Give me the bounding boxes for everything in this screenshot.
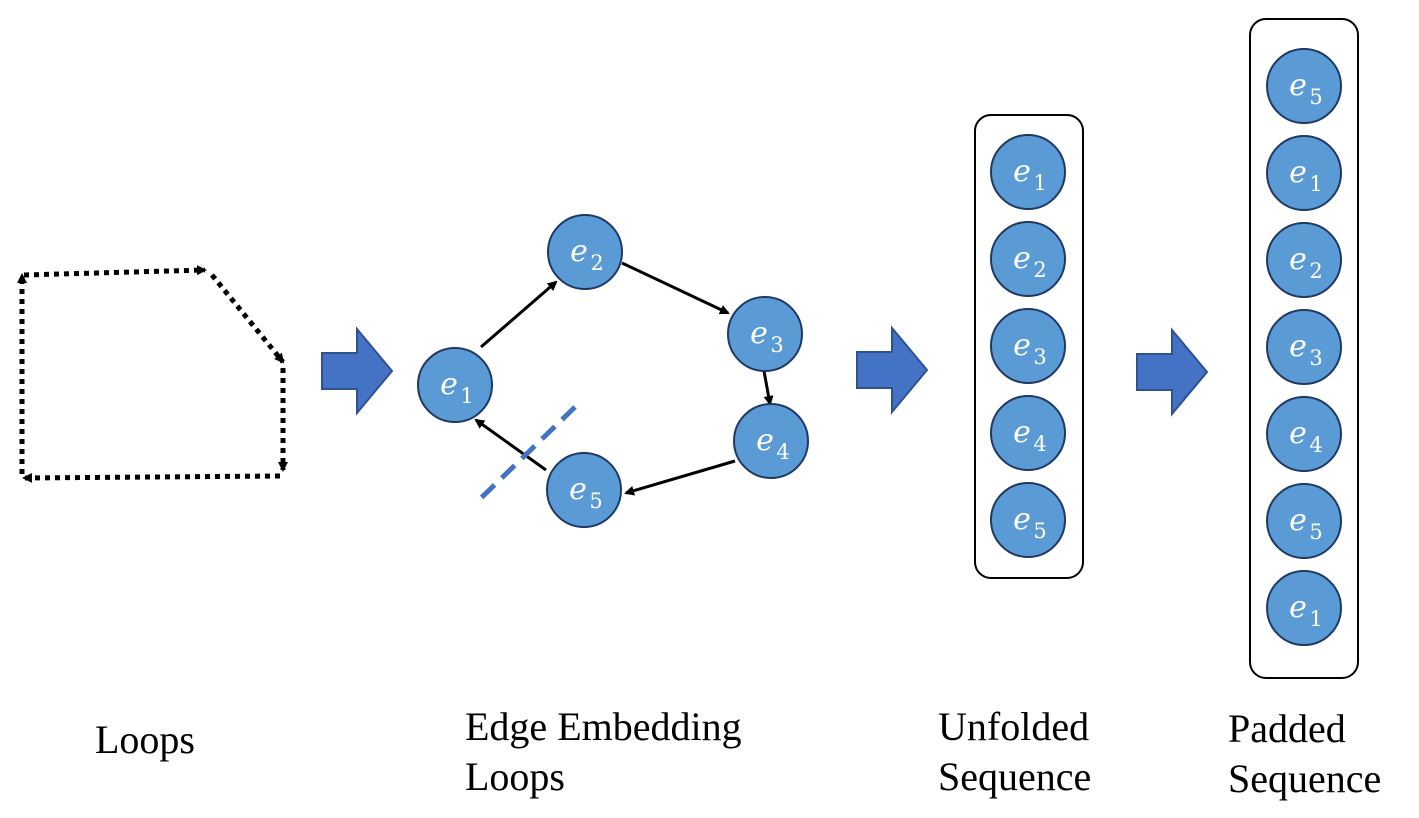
- block-arrow-2: [856, 325, 929, 415]
- svg-text:e: e: [1013, 328, 1031, 363]
- padded-sequence-box: [1249, 18, 1359, 679]
- svg-text:e: e: [1289, 242, 1307, 277]
- edge-e1-e2: [480, 280, 558, 349]
- edge-e3-e4: [762, 370, 774, 406]
- caption-edge-embedding-line1: Edge Embedding: [465, 704, 742, 749]
- svg-text:3: 3: [1309, 346, 1322, 370]
- svg-text:e: e: [440, 367, 458, 402]
- caption-loops: Loops: [95, 715, 195, 765]
- svg-text:e: e: [1289, 329, 1307, 364]
- caption-padded-line2: Sequence: [1228, 756, 1382, 801]
- edge-e5-e1: [474, 418, 547, 472]
- svg-text:4: 4: [1033, 432, 1046, 456]
- loop-graph-edges: [474, 261, 774, 502]
- svg-text:2: 2: [1033, 258, 1046, 282]
- block-arrow-1: [321, 326, 394, 416]
- svg-text:e: e: [756, 423, 774, 458]
- svg-text:4: 4: [1309, 433, 1322, 457]
- svg-text:e: e: [569, 472, 587, 507]
- svg-text:1: 1: [1033, 171, 1046, 195]
- svg-text:3: 3: [770, 333, 783, 357]
- edge-e4-e5: [624, 459, 736, 496]
- caption-padded-line1: Padded: [1228, 706, 1346, 751]
- svg-text:e: e: [750, 316, 768, 351]
- svg-text:e: e: [1013, 241, 1031, 276]
- unfolded-sequence-box: [974, 114, 1084, 579]
- svg-text:5: 5: [1033, 519, 1046, 543]
- svg-text:5: 5: [589, 489, 602, 513]
- block-arrows: [321, 325, 1209, 417]
- svg-text:e: e: [570, 234, 588, 269]
- caption-edge-embedding: Edge Embedding Loops: [465, 702, 742, 802]
- svg-text:3: 3: [1033, 345, 1046, 369]
- cut-line: [477, 405, 577, 502]
- svg-text:e: e: [1289, 155, 1307, 190]
- svg-text:4: 4: [776, 440, 789, 464]
- block-arrow-3: [1136, 327, 1209, 417]
- caption-unfolded-line1: Unfolded: [938, 704, 1090, 749]
- svg-text:e: e: [1289, 590, 1307, 625]
- caption-padded: Padded Sequence: [1228, 704, 1381, 804]
- caption-unfolded: Unfolded Sequence: [938, 702, 1091, 802]
- svg-text:e: e: [1289, 503, 1307, 538]
- edge-e2-e3: [621, 261, 730, 315]
- loop-polygon: [17, 265, 288, 483]
- svg-text:e: e: [1013, 154, 1031, 189]
- svg-text:e: e: [1013, 415, 1031, 450]
- caption-edge-embedding-line2: Loops: [465, 754, 565, 799]
- svg-text:e: e: [1289, 416, 1307, 451]
- svg-text:2: 2: [590, 251, 603, 275]
- caption-unfolded-line2: Sequence: [938, 754, 1092, 799]
- svg-text:e: e: [1289, 68, 1307, 103]
- svg-text:1: 1: [1309, 607, 1322, 631]
- caption-loops-line1: Loops: [95, 717, 195, 762]
- svg-text:5: 5: [1309, 520, 1322, 544]
- svg-text:1: 1: [460, 384, 473, 408]
- svg-text:e: e: [1013, 502, 1031, 537]
- svg-text:5: 5: [1309, 85, 1322, 109]
- svg-text:1: 1: [1309, 172, 1322, 196]
- svg-text:2: 2: [1309, 259, 1322, 283]
